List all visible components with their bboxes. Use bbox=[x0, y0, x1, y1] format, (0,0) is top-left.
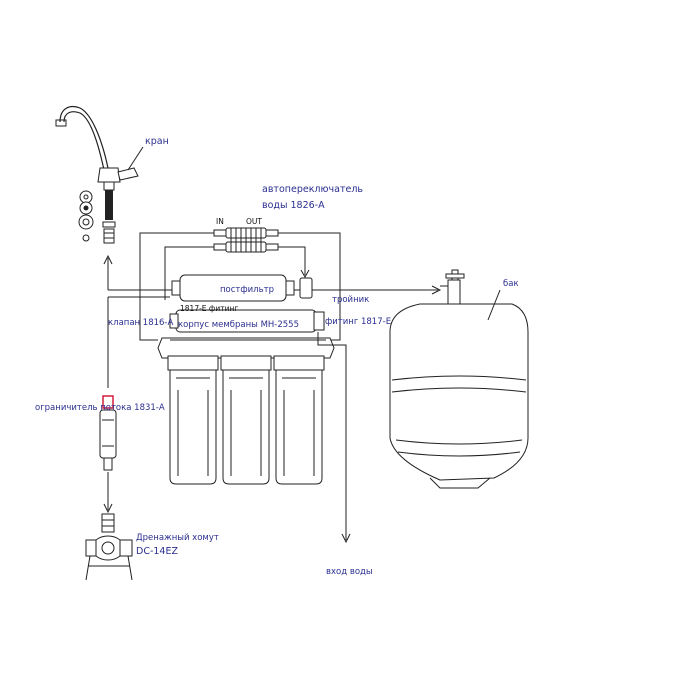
drain-clamp bbox=[85, 513, 133, 581]
tee-label: тройник bbox=[332, 295, 369, 305]
drain-line bbox=[103, 297, 113, 514]
faucet-washers bbox=[78, 190, 94, 242]
valve-label: клапан 1816-А bbox=[108, 318, 174, 328]
auto-switch-label-line1: автопереключатель bbox=[262, 184, 363, 195]
tank-label: бак bbox=[503, 279, 519, 289]
in-label: IN bbox=[216, 217, 224, 226]
pipes-filter bbox=[139, 290, 351, 544]
postfilter bbox=[171, 274, 295, 302]
auto-switch-label-line2: воды 1826-А bbox=[262, 200, 325, 211]
drain-clamp-label-line2: DC-14EZ bbox=[136, 546, 178, 557]
auto-shutoff-valve bbox=[213, 227, 279, 253]
out-label: OUT bbox=[246, 217, 262, 226]
faucet-label: кран bbox=[145, 136, 169, 147]
fitting-1817e-right-label: фитинг 1817-Е bbox=[325, 317, 391, 327]
membrane-housing bbox=[169, 309, 325, 333]
fitting-1817e-left-label: 1817-Е фитинг bbox=[180, 304, 238, 313]
water-inlet-label: вход воды bbox=[326, 567, 373, 577]
membrane-housing-label: корпус мембраны МН-2555 bbox=[178, 320, 299, 330]
storage-tank bbox=[389, 269, 529, 489]
drain-clamp-label-line1: Дренажный хомут bbox=[136, 533, 219, 543]
postfilter-label: постфильтр bbox=[220, 285, 274, 295]
arrow-to-faucet bbox=[103, 254, 113, 290]
tee-fitting bbox=[299, 277, 313, 299]
faucet bbox=[55, 105, 139, 244]
flow-restrictor-label: ограничитель потока 1831-А bbox=[35, 403, 165, 413]
flow-restrictor bbox=[99, 395, 117, 471]
filter-bank bbox=[157, 337, 335, 485]
